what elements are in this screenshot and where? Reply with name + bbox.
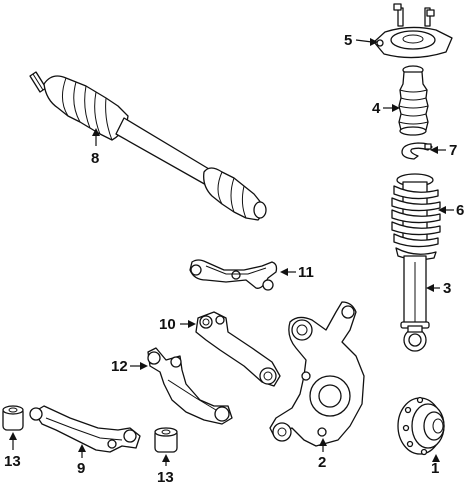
callout-2: 2 xyxy=(318,454,326,471)
callout-10: 10 xyxy=(159,316,176,333)
knuckle[interactable] xyxy=(269,301,365,447)
toe-link[interactable] xyxy=(195,311,281,387)
callout-4: 4 xyxy=(372,100,381,117)
strut-mount[interactable] xyxy=(373,3,453,59)
wheel-hub[interactable] xyxy=(397,396,445,456)
bushing-right[interactable] xyxy=(154,427,178,453)
callout-8: 8 xyxy=(91,150,99,167)
drive-shaft[interactable] xyxy=(29,71,267,221)
trailing-arm[interactable] xyxy=(29,405,141,453)
callout-6: 6 xyxy=(456,202,464,219)
callout-13-left: 13 xyxy=(4,453,21,470)
callout-3: 3 xyxy=(443,280,451,297)
upper-link[interactable] xyxy=(189,259,278,291)
coil-spring[interactable] xyxy=(391,173,441,261)
spring-insulator[interactable] xyxy=(401,142,433,160)
bushing-left[interactable] xyxy=(2,405,24,431)
callout-9: 9 xyxy=(77,460,85,477)
bump-stop[interactable] xyxy=(398,65,429,136)
callout-7: 7 xyxy=(449,142,457,159)
callout-5: 5 xyxy=(344,32,352,49)
callout-11: 11 xyxy=(298,264,314,281)
shock-absorber[interactable] xyxy=(400,255,430,352)
callout-1: 1 xyxy=(431,460,439,477)
lower-control-arm[interactable] xyxy=(147,347,233,425)
callout-13-right: 13 xyxy=(157,469,174,486)
callout-12: 12 xyxy=(111,358,128,375)
